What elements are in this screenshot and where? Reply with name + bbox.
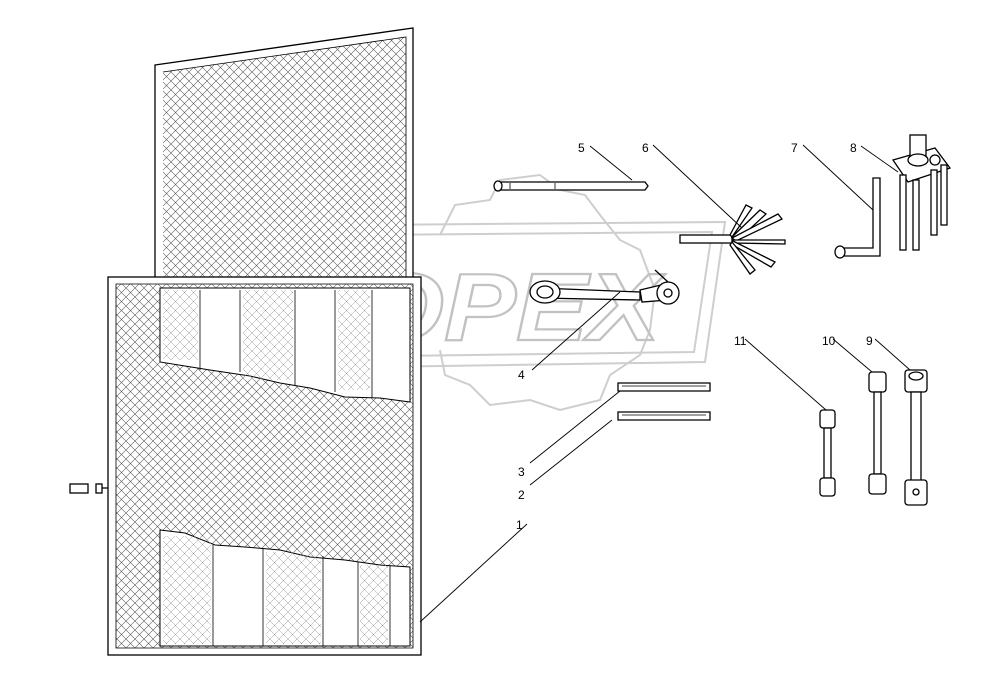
rod-part-5 [493, 180, 649, 192]
feeler-gauge-part-6 [679, 204, 786, 275]
callout-5: 5 [578, 141, 585, 155]
bar-part-3 [617, 382, 711, 392]
box-wrench-part-11 [819, 409, 836, 497]
callout-8: 8 [850, 141, 857, 155]
puller-part-8 [891, 134, 952, 251]
callout-7: 7 [791, 141, 798, 155]
callout-2: 2 [518, 488, 525, 502]
box-wrench-part-9 [904, 369, 928, 506]
callout-3: 3 [518, 465, 525, 479]
callout-11: 11 [734, 334, 747, 348]
callout-1: 1 [516, 518, 523, 532]
callout-labels: 1 2 3 4 5 6 7 8 9 10 11 [516, 141, 873, 532]
bar-part-2 [617, 411, 711, 421]
callout-10: 10 [822, 334, 836, 348]
callout-4: 4 [518, 368, 525, 382]
leader-lines [419, 144, 911, 623]
callout-9: 9 [866, 334, 873, 348]
callout-6: 6 [642, 141, 649, 155]
hex-key-part-7 [834, 177, 881, 259]
box-wrench-part-10 [868, 371, 887, 495]
tool-roll-part-1 [69, 27, 422, 656]
